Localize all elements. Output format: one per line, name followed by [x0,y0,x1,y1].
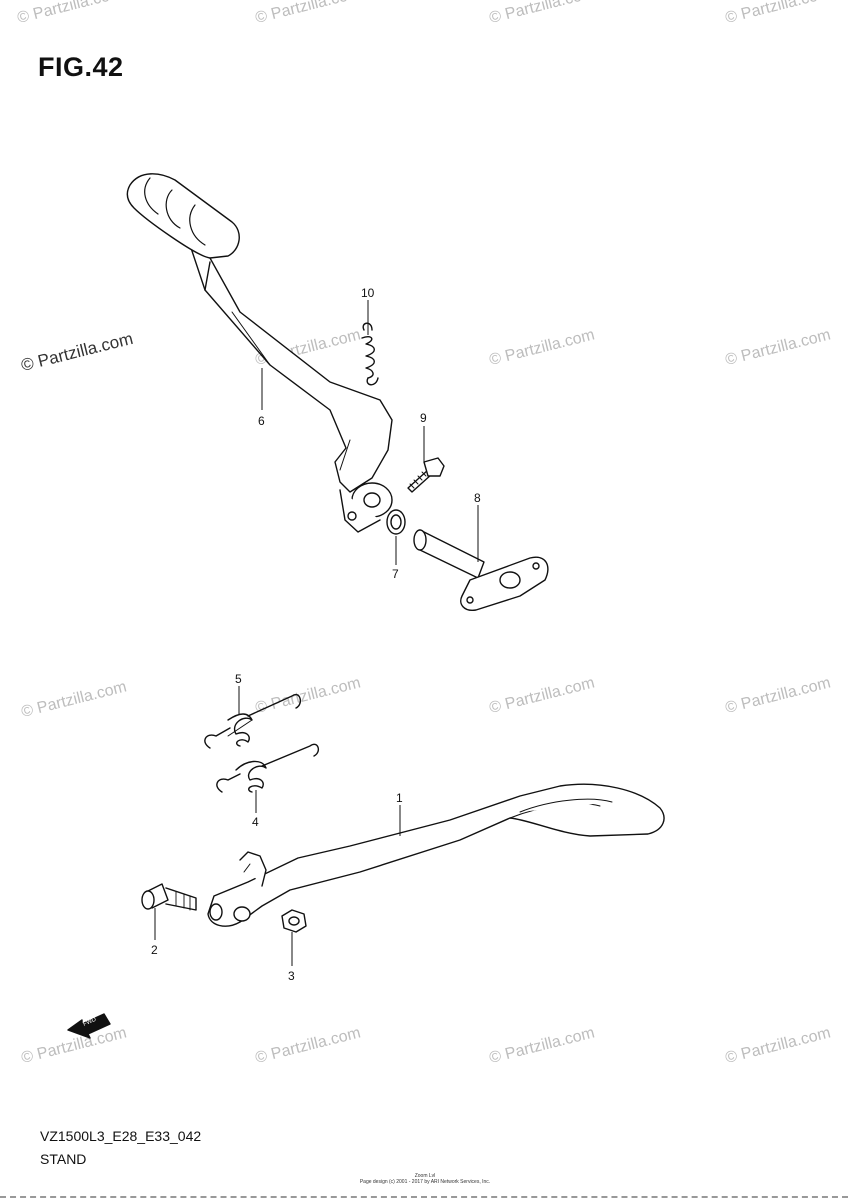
callout-10: 10 [361,286,375,300]
washer[interactable] [386,509,406,535]
callout-2: 2 [151,943,158,957]
side-stand[interactable] [207,783,665,927]
lever-shaft-plate[interactable] [413,529,549,611]
stand-spring-lower[interactable] [216,743,320,793]
stand-nut[interactable] [281,909,307,933]
stand-spring-upper[interactable] [204,693,302,749]
copyright-line-2: Page design (c) 2001 - 2017 by ARI Netwo… [359,1179,491,1185]
callout-9: 9 [420,411,427,425]
stand-pivot-bolt[interactable] [141,883,197,911]
bottom-divider [0,1196,848,1198]
figure-title: FIG.42 [38,52,124,82]
callout-8: 8 [474,491,481,505]
pivot-bolt[interactable] [407,457,445,493]
callout-1: 1 [396,791,403,805]
lever-return-spring[interactable] [361,322,379,386]
callout-7: 7 [392,567,399,581]
diagram-code: VZ1500L3_E28_E33_042 [40,1128,202,1144]
fwd-label: FWD [82,1017,98,1028]
callout-4: 4 [252,815,259,829]
callout-3: 3 [288,969,295,983]
forward-arrow-icon [67,1013,111,1039]
copyright-notice: Zoom Lvl Page design (c) 2001 - 2017 by … [340,1173,510,1185]
leader-lines [154,300,479,966]
copyright-line-1: Zoom Lvl [414,1173,436,1179]
callout-5: 5 [235,672,242,686]
gear-shift-lever[interactable] [126,173,393,533]
section-title: STAND [40,1151,87,1167]
callout-6: 6 [258,414,265,428]
